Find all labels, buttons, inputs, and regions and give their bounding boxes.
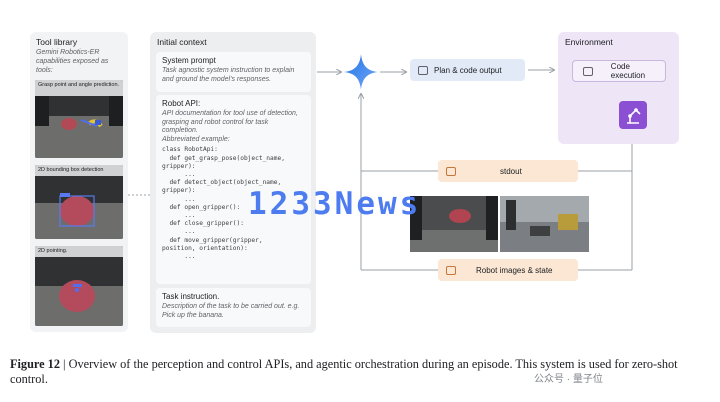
code-execution-box: Code execution bbox=[572, 60, 666, 82]
initial-context-panel: Initial context System prompt Task agnos… bbox=[150, 32, 316, 333]
bounding-box-example-image: 2D bounding box detection bbox=[35, 165, 123, 239]
system-prompt-card: System prompt Task agnostic system instr… bbox=[156, 52, 311, 92]
grasp-example-image: Grasp point and angle prediction. bbox=[35, 80, 123, 158]
tool-library-subtitle: Gemini Robotics-ER capabilities exposed … bbox=[36, 49, 109, 74]
figure-label: Figure 12 bbox=[10, 357, 60, 371]
robot-images-state-label: Robot images & state bbox=[476, 265, 553, 275]
bounding-box-example-drawing bbox=[59, 193, 95, 227]
checklist-icon bbox=[418, 65, 428, 75]
robot-api-example-label: Abbreviated example: bbox=[162, 135, 230, 143]
task-instruction-heading: Task instruction. bbox=[162, 292, 220, 301]
plan-code-output-box: Plan & code output bbox=[410, 59, 525, 81]
system-prompt-body: Task agnostic system instruction to expl… bbox=[162, 67, 295, 83]
robot-api-body: API documentation for tool use of detect… bbox=[162, 110, 298, 135]
plan-code-output-label: Plan & code output bbox=[434, 65, 502, 75]
pointing-example-caption: 2D pointing. bbox=[35, 246, 123, 257]
wechat-watermark: 公众号 · 量子位 bbox=[534, 374, 603, 385]
task-instruction-body: Description of the task to be carried ou… bbox=[162, 303, 300, 319]
robot-camera-image-1 bbox=[410, 196, 498, 252]
bounding-box-example-caption: 2D bounding box detection bbox=[35, 165, 123, 176]
stdout-box: stdout bbox=[438, 160, 578, 182]
environment-panel: Environment bbox=[558, 32, 679, 144]
figure-caption: Figure 12 | Overview of the perception a… bbox=[10, 357, 710, 387]
code-execution-label: Code execution bbox=[610, 62, 646, 80]
pointing-example-drawing bbox=[59, 280, 95, 312]
system-prompt-heading: System prompt bbox=[162, 56, 216, 65]
terminal-icon bbox=[446, 166, 456, 176]
stdout-label: stdout bbox=[500, 166, 522, 176]
grasp-example-caption: Grasp point and angle prediction. bbox=[35, 80, 123, 96]
task-instruction-card: Task instruction. Description of the tas… bbox=[156, 288, 311, 327]
image-icon bbox=[446, 265, 456, 275]
robot-arm-icon bbox=[619, 101, 647, 129]
robot-api-card: Robot API: API documentation for tool us… bbox=[156, 95, 311, 284]
watermark-text: 1233News bbox=[248, 186, 422, 222]
pointing-example-image: 2D pointing. bbox=[35, 246, 123, 326]
robot-api-heading: Robot API: bbox=[162, 99, 201, 108]
tool-library-panel: Tool library Gemini Robotics-ER capabili… bbox=[30, 32, 128, 332]
robot-images-state-box: Robot images & state bbox=[438, 259, 578, 281]
robot-camera-image-2 bbox=[500, 196, 589, 252]
initial-context-title: Initial context bbox=[157, 37, 207, 47]
tool-library-title: Tool library bbox=[36, 37, 78, 47]
gemini-star-icon bbox=[344, 54, 378, 90]
robot-api-code: class RobotApi: def get_grasp_pose(objec… bbox=[162, 146, 285, 261]
environment-title: Environment bbox=[565, 37, 613, 47]
grasp-example-drawing bbox=[35, 96, 123, 130]
code-icon bbox=[583, 66, 593, 76]
figure-caption-text: | Overview of the perception and control… bbox=[10, 357, 678, 386]
